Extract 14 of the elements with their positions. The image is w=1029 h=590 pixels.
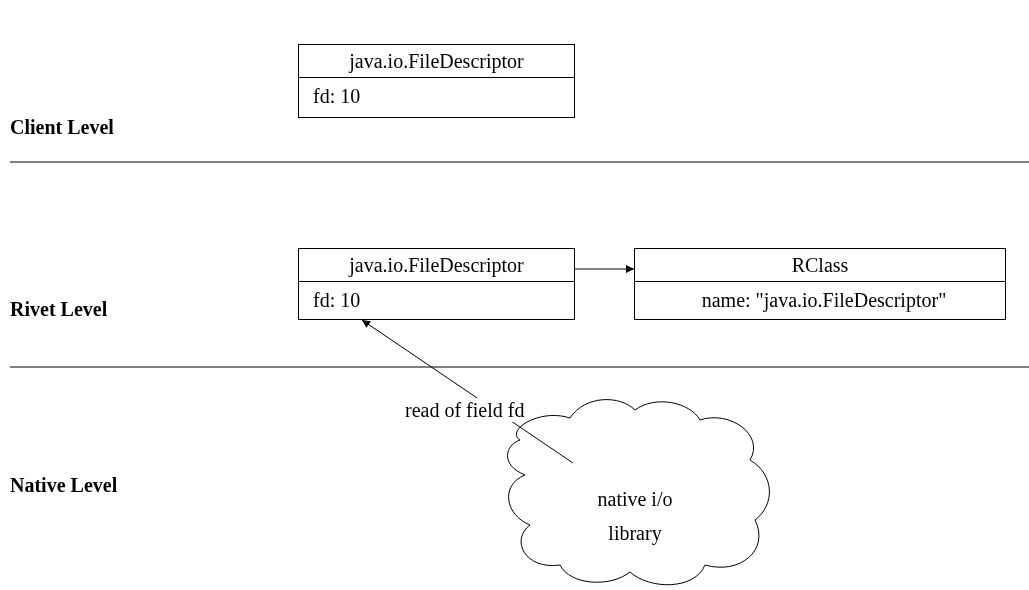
level-label: Native Level [10,474,118,497]
edge-label: read of field fd [405,398,525,422]
class-name: java.io.FileDescriptor [299,249,574,282]
class-name: RClass [635,249,1005,282]
class-box [634,248,1006,320]
field-text: fd: 10 [313,289,361,311]
field-text: fd: 10 [313,85,361,107]
cloud-text: native i/o library [596,487,674,547]
level-label: Client Level [10,116,114,139]
class-name: java.io.FileDescriptor [299,45,574,78]
level-label: Rivet Level [10,298,108,321]
class-box [298,44,575,118]
field-text: name: "java.io.FileDescriptor" [701,289,947,311]
class-box [298,248,575,320]
